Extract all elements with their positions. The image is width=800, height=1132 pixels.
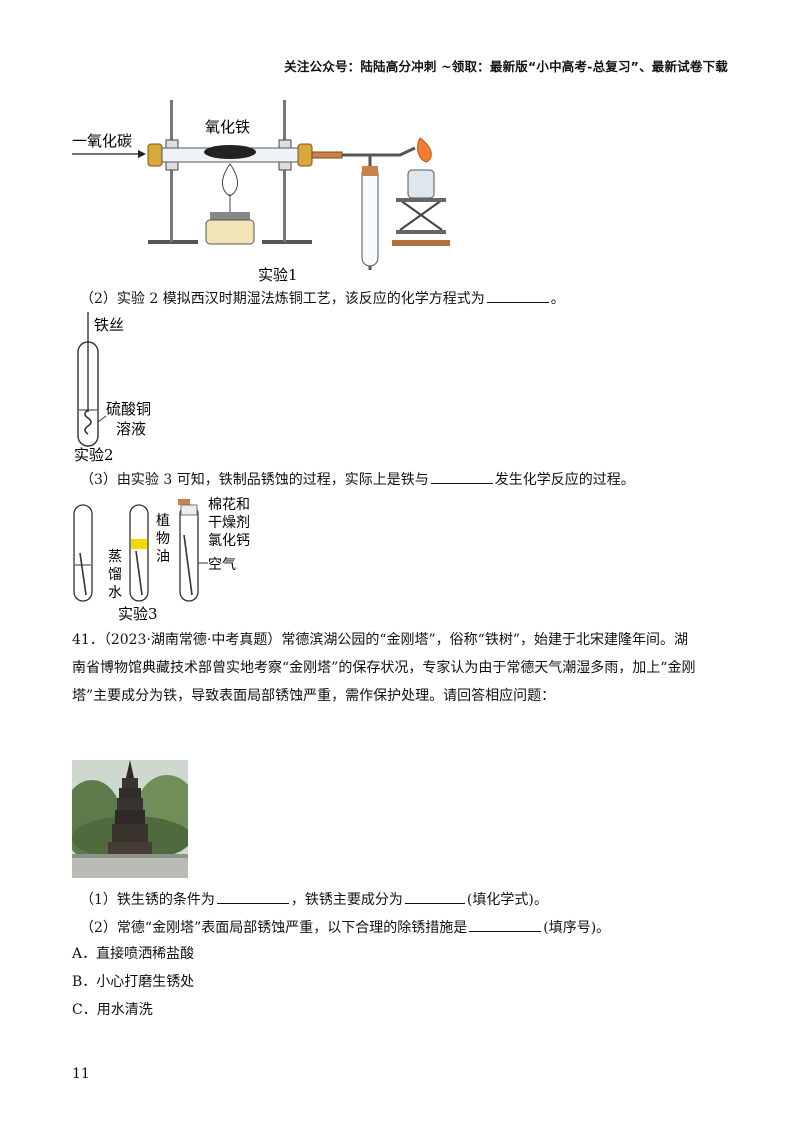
- question-41-line-2: 南省博物馆典藏技术部曾实地考察“金刚塔”的保存状况，专家认为由于常德天气潮湿多雨…: [72, 660, 696, 676]
- page-number: 11: [72, 1066, 90, 1082]
- pagoda-photo: [72, 760, 188, 878]
- question-41-line-1: 41．（2023·湖南常德·中考真题）常德滨湖公园的“金刚塔”，俗称“铁树”，始…: [72, 632, 688, 648]
- label-cotton-3: 氯化钙: [208, 533, 250, 549]
- label-oil-1: 植: [156, 513, 170, 529]
- experiment-3-caption: 实验3: [118, 605, 158, 623]
- answer-blank-choice[interactable]: [469, 917, 542, 932]
- sub-question-2: （2）常德“金刚塔”表面局部锈蚀严重，以下合理的除锈措施是 (填序号)。: [80, 914, 610, 942]
- label-air: 空气: [208, 557, 236, 573]
- sub-question-1-text-3: (填化学式)。: [466, 892, 548, 908]
- label-copper-sulfate-1: 硫酸铜: [106, 400, 151, 418]
- option-c[interactable]: C．用水清洗: [72, 1002, 153, 1018]
- label-oil-2: 物: [156, 531, 170, 547]
- question-41-line-3: 塔”主要成分为铁，导致表面局部锈蚀严重，需作保护处理。请回答相应问题：: [72, 688, 556, 704]
- sub-question-2-end: (填序号)。: [543, 920, 611, 936]
- question-3-text: （3）由实验 3 可知，铁制品锈蚀的过程，实际上是铁与: [80, 472, 429, 488]
- label-water-3: 水: [108, 585, 122, 601]
- page-header: 关注公众号：陆陆高分冲刺 ~领取：最新版“小中高考-总复习”、最新试卷下载: [284, 59, 728, 74]
- experiment-1-diagram: 一氧化碳 氧化铁 实验1: [72, 100, 450, 284]
- question-2-end: 。: [550, 291, 565, 307]
- label-water-1: 蒸: [108, 549, 122, 565]
- sub-question-1: （1）铁生锈的条件为 ，铁锈主要成分为 (填化学式)。: [80, 886, 548, 914]
- label-iron-oxide: 氧化铁: [205, 118, 250, 136]
- sub-question-2-text: （2）常德“金刚塔”表面局部锈蚀严重，以下合理的除锈措施是: [80, 920, 468, 936]
- option-a[interactable]: A．直接喷洒稀盐酸: [72, 946, 195, 962]
- question-2: （2）实验 2 模拟西汉时期湿法炼铜工艺，该反应的化学方程式为 。: [80, 285, 565, 313]
- label-carbon-monoxide: 一氧化碳: [72, 132, 132, 150]
- experiment-3-diagram: 棉花和 干燥剂 氯化钙 空气 植 物 油 蒸 馏 水 实验3: [73, 496, 250, 623]
- label-cotton-1: 棉花和: [208, 496, 250, 513]
- question-3-end: 发生化学反应的过程。: [494, 472, 635, 488]
- label-cotton-2: 干燥剂: [208, 515, 250, 531]
- experiment-2-diagram: 铁丝 硫酸铜 溶液 实验2: [74, 312, 151, 464]
- option-b[interactable]: B．小心打磨生锈处: [72, 974, 195, 990]
- sub-question-1-text-2: ，铁锈主要成分为: [290, 892, 403, 908]
- experiment-2-caption: 实验2: [74, 446, 114, 464]
- label-water-2: 馏: [108, 567, 122, 583]
- label-copper-sulfate-2: 溶液: [116, 420, 146, 438]
- answer-blank-condition[interactable]: [216, 889, 289, 904]
- answer-blank[interactable]: [486, 288, 549, 303]
- question-2-text: （2）实验 2 模拟西汉时期湿法炼铜工艺，该反应的化学方程式为: [80, 291, 485, 307]
- question-3: （3）由实验 3 可知，铁制品锈蚀的过程，实际上是铁与 发生化学反应的过程。: [80, 466, 635, 494]
- experiment-1-caption: 实验1: [258, 266, 298, 284]
- option-list: A．直接喷洒稀盐酸 B．小心打磨生锈处 C．用水清洗: [72, 940, 194, 1024]
- answer-blank-formula[interactable]: [404, 889, 465, 904]
- answer-blank[interactable]: [430, 469, 493, 484]
- question-41: 41．（2023·湖南常德·中考真题）常德滨湖公园的“金刚塔”，俗称“铁树”，始…: [72, 626, 732, 710]
- label-oil-3: 油: [156, 549, 170, 565]
- sub-question-1-text: （1）铁生锈的条件为: [80, 892, 215, 908]
- label-iron-wire: 铁丝: [94, 316, 124, 334]
